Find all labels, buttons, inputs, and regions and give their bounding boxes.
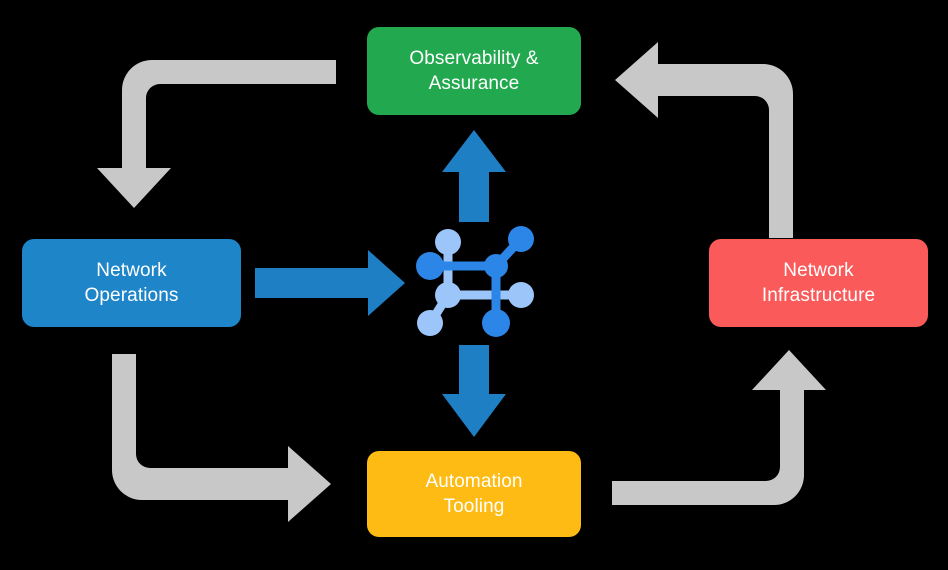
arrow-center-to-observability bbox=[442, 130, 506, 222]
node-observability-assurance[interactable]: Observability & Assurance bbox=[367, 27, 581, 115]
arrow-netops-to-automation bbox=[112, 354, 331, 522]
arrow-netops-to-center bbox=[255, 250, 405, 316]
arrow-automation-to-netinfra bbox=[612, 350, 826, 505]
arrow-center-to-automation bbox=[442, 345, 506, 437]
node-network-infrastructure[interactable]: Network Infrastructure bbox=[709, 239, 928, 327]
network-topology-icon bbox=[416, 226, 534, 337]
node-network-operations[interactable]: Network Operations bbox=[22, 239, 241, 327]
arrow-observability-to-netops bbox=[97, 60, 336, 208]
arrow-netinfra-to-observability bbox=[615, 42, 793, 238]
node-automation-tooling[interactable]: Automation Tooling bbox=[367, 451, 581, 537]
